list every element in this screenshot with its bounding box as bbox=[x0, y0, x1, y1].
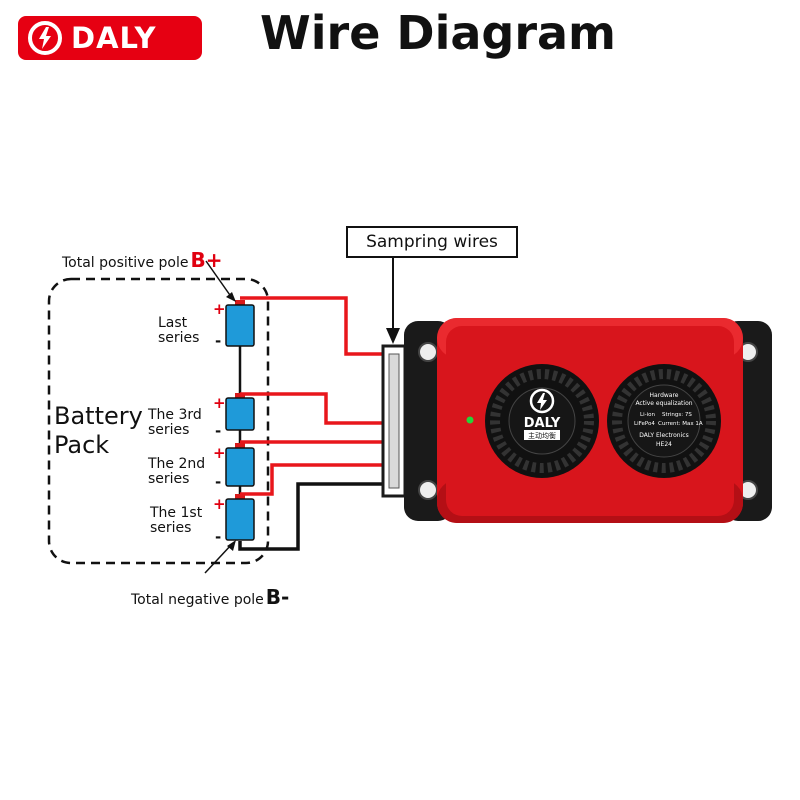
sampling-wires-callout: Sampring wires bbox=[346, 226, 518, 258]
device-model: HE24 bbox=[656, 441, 672, 448]
cell-2nd bbox=[225, 443, 255, 487]
cell-label-3rd-line1: The 3rd bbox=[148, 407, 202, 423]
cell-last-minus: - bbox=[215, 332, 222, 350]
cell-1st-plus: + bbox=[213, 495, 226, 513]
total-negative-symbol: B- bbox=[265, 585, 290, 609]
bms-device: DALY 主动均衡 Hardware Active equalization L… bbox=[404, 318, 772, 523]
device-label-line1: Hardware bbox=[650, 392, 679, 399]
battery-pack-label-line1: Battery bbox=[54, 402, 143, 430]
battery-pack-label: Battery Pack bbox=[54, 402, 143, 460]
total-positive-symbol: B+ bbox=[190, 248, 223, 272]
cell-2nd-minus: - bbox=[215, 473, 222, 491]
left-fan bbox=[485, 364, 599, 478]
status-led bbox=[466, 416, 474, 424]
total-positive-text: Total positive pole bbox=[62, 255, 189, 271]
device-spec-lifepo4: LiFePo4 bbox=[634, 421, 655, 427]
device-brand-sub: 主动均衡 bbox=[528, 431, 556, 440]
cell-3rd-minus: - bbox=[215, 422, 222, 440]
negative-wire bbox=[238, 482, 384, 551]
cell-last bbox=[225, 300, 255, 347]
right-fan bbox=[607, 364, 721, 478]
cell-label-last: Last series bbox=[158, 316, 199, 346]
cell-3rd bbox=[225, 393, 255, 431]
cell-label-1st: The 1st series bbox=[150, 506, 202, 536]
cell-2nd-plus: + bbox=[213, 444, 226, 462]
device-label-line2: Active equalization bbox=[635, 400, 692, 407]
cell-label-2nd-line1: The 2nd bbox=[148, 456, 206, 472]
device-maker: DALY Electronics bbox=[639, 432, 688, 439]
cell-3rd-plus: + bbox=[213, 394, 226, 412]
device-spec-current: Current: Max 1A bbox=[658, 421, 703, 427]
sampling-wires-red bbox=[240, 296, 384, 496]
cell-1st-minus: - bbox=[215, 528, 222, 546]
device-brand: DALY bbox=[524, 416, 561, 431]
cell-label-1st-line1: The 1st bbox=[150, 505, 203, 521]
cell-label-2nd-line2: series bbox=[148, 471, 190, 487]
negative-pointer bbox=[204, 543, 233, 574]
page-title: Wire Diagram bbox=[260, 6, 616, 60]
battery-pack-label-line2: Pack bbox=[54, 431, 110, 459]
daly-logo-icon bbox=[28, 21, 62, 55]
cell-last-plus: + bbox=[213, 300, 226, 318]
cell-label-1st-line2: series bbox=[150, 520, 192, 536]
cell-label-3rd-line2: series bbox=[148, 422, 190, 438]
brand-name: DALY bbox=[71, 21, 157, 55]
cell-1st bbox=[225, 494, 255, 541]
cell-label-last-line1: Last bbox=[158, 315, 188, 331]
connector-plug bbox=[381, 344, 407, 498]
total-negative-text: Total negative pole bbox=[131, 592, 264, 608]
positive-pointer bbox=[205, 260, 233, 299]
cell-label-3rd: The 3rd series bbox=[148, 408, 202, 438]
cell-label-2nd: The 2nd series bbox=[148, 457, 205, 487]
device-spec-liion: Li-ion bbox=[640, 412, 655, 418]
device-spec-strings: Strings: 7S bbox=[662, 412, 692, 418]
battery-pack-outline bbox=[47, 277, 270, 565]
daly-logo: DALY bbox=[18, 16, 202, 60]
cell-label-last-line2: series bbox=[158, 330, 200, 346]
